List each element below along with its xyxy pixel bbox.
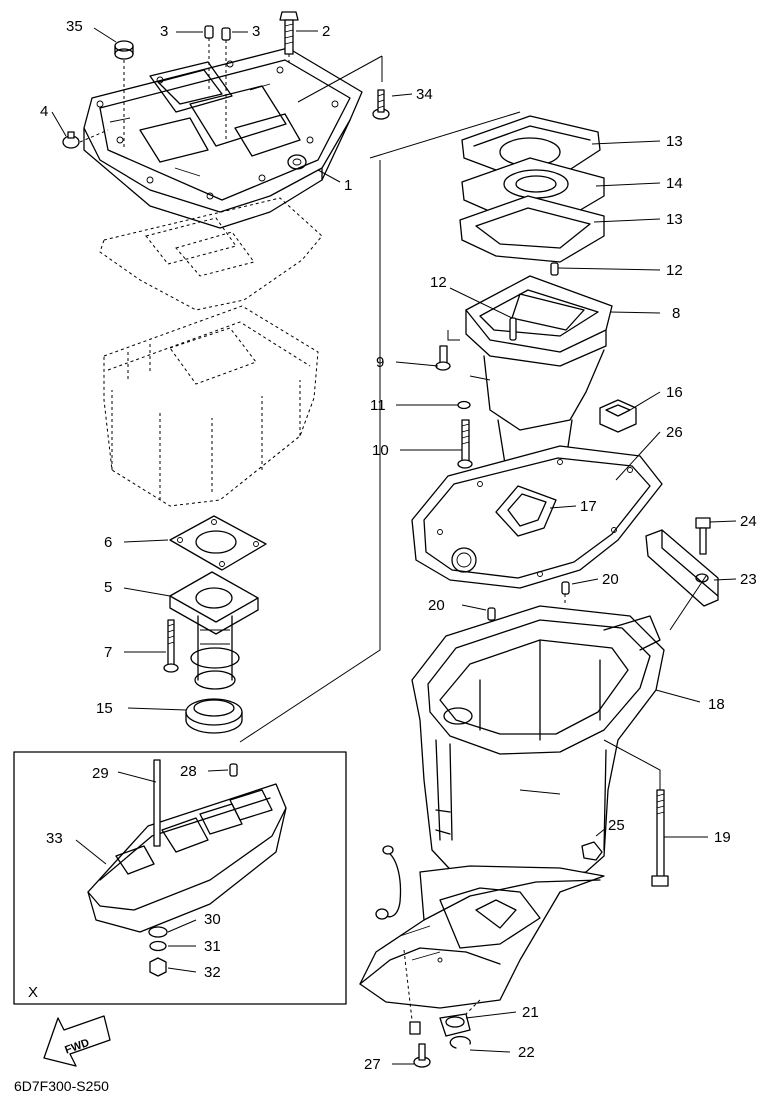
callout-12-right: 12	[666, 262, 683, 279]
callout-20-right: 20	[602, 571, 619, 588]
callout-30: 30	[204, 911, 221, 928]
inset-label: X	[28, 984, 38, 1001]
part-guide-bolts	[435, 330, 491, 469]
callout-27: 27	[364, 1056, 381, 1073]
part-mount-plate	[62, 11, 390, 229]
callout-16: 16	[666, 384, 683, 401]
callout-3-right: 3	[252, 23, 260, 40]
callout-1: 1	[344, 177, 352, 194]
inset-frame	[13, 751, 347, 1005]
part-exhaust-seal	[495, 485, 557, 537]
callout-20-left: 20	[428, 597, 445, 614]
part-oil-pan-phantom	[103, 305, 319, 507]
callout-4: 4	[40, 103, 48, 120]
callout-17: 17	[580, 498, 597, 515]
part-ground-wire	[383, 851, 402, 918]
callout-31: 31	[204, 938, 221, 955]
part-upper-casing	[411, 605, 665, 881]
callout-6: 6	[104, 534, 112, 551]
callout-25: 25	[608, 817, 625, 834]
callout-14: 14	[666, 175, 683, 192]
part-long-bolt	[603, 739, 669, 887]
callout-26: 26	[666, 424, 683, 441]
callout-11: 11	[370, 397, 386, 414]
callout-23: 23	[740, 571, 757, 588]
part-bottom-fasteners	[409, 1013, 471, 1068]
callout-29: 29	[92, 765, 109, 782]
callout-34: 34	[416, 86, 433, 103]
part-top-gaskets	[459, 115, 605, 263]
explosion-line-2	[297, 55, 383, 103]
callout-22: 22	[518, 1044, 535, 1061]
part-dowel-20a	[561, 581, 570, 595]
part-dowel-pin	[550, 262, 559, 276]
callout-19: 19	[714, 829, 731, 846]
callout-15: 15	[96, 700, 113, 717]
callout-28: 28	[180, 763, 197, 780]
callout-10: 10	[372, 442, 389, 459]
callout-9: 9	[376, 354, 384, 371]
callout-13-top: 13	[666, 133, 683, 150]
callout-21: 21	[522, 1004, 539, 1021]
callout-35: 35	[66, 18, 83, 35]
part-inset-plate	[87, 759, 287, 977]
callout-32: 32	[204, 964, 221, 981]
explosion-line	[239, 56, 521, 743]
part-lower-case	[359, 865, 605, 1021]
callout-18: 18	[708, 696, 725, 713]
part-rubber-block	[599, 399, 637, 433]
callout-5: 5	[104, 579, 112, 596]
callout-3-left: 3	[160, 23, 168, 40]
figure-code: 6D7F300-S250	[14, 1078, 109, 1094]
part-plate-gasket	[99, 197, 323, 311]
callout-12-left: 12	[430, 274, 447, 291]
part-cover-plate	[645, 517, 719, 631]
part-exhaust-guide	[465, 275, 613, 477]
part-grommet	[581, 841, 603, 861]
part-exhaust-manifold-group	[163, 515, 267, 734]
callout-33: 33	[46, 830, 63, 847]
callout-13-bottom: 13	[666, 211, 683, 228]
callout-labels: 35 3 3 2 34 4 1 13 14 13 12 12 8 9 16 11…	[40, 18, 757, 1073]
callout-7: 7	[104, 644, 112, 661]
callout-8: 8	[672, 305, 680, 322]
callout-2: 2	[322, 23, 330, 40]
part-dowel-20b	[487, 607, 496, 621]
callout-24: 24	[740, 513, 757, 530]
callout-leaders	[51, 27, 737, 1065]
fwd-arrow-icon	[43, 1015, 111, 1067]
